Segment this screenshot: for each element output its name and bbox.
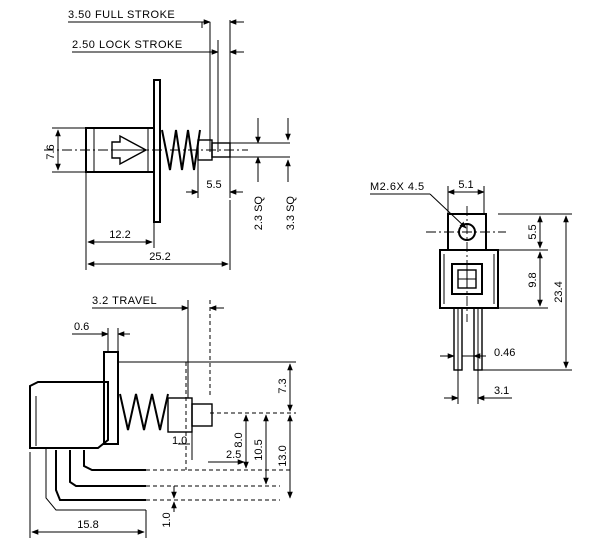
dim-3-3-sq: 3.3 SQ <box>285 196 297 231</box>
dim-5-5-top: 5.5 <box>206 179 221 191</box>
front-body <box>439 249 499 309</box>
dim-8-0: 8.0 <box>233 432 245 447</box>
dim-13-0: 13.0 <box>277 445 289 466</box>
front-view: M2.6X 4.5 5.1 5.5 9.8 <box>370 179 572 404</box>
dim-2-3-sq: 2.3 SQ <box>253 196 265 231</box>
dim-25-2: 25.2 <box>149 251 170 263</box>
dim-5-5-front: 5.5 <box>527 224 539 239</box>
dim-12-2: 12.2 <box>109 229 130 241</box>
mounting-plate <box>153 79 161 223</box>
dim-7-6: 7.6 <box>45 144 57 159</box>
dim-0-6: 0.6 <box>74 321 89 333</box>
screw-label: M2.6X 4.5 <box>370 181 425 193</box>
dim-1-0-a: 1.0 <box>172 435 187 447</box>
dim-2-5: 2.5 <box>226 449 241 461</box>
mounting-plate-side <box>103 351 119 445</box>
top-view: 3.50 FULL STROKE 2.50 LOCK STROKE 7.6 5.… <box>44 9 297 270</box>
dim-3-1: 3.1 <box>494 385 509 397</box>
terminal-3 <box>83 450 146 471</box>
lock-stroke-label: 2.50 LOCK STROKE <box>72 39 183 51</box>
plunger-side <box>191 403 213 427</box>
dim-5-1: 5.1 <box>458 179 473 191</box>
spring <box>161 129 201 171</box>
switch-body-side <box>29 381 109 449</box>
dim-7-3: 7.3 <box>277 378 289 393</box>
travel-label: 3.2 TRAVEL <box>92 295 157 307</box>
dim-1-0-b: 1.0 <box>161 512 173 527</box>
terminal-1 <box>55 450 146 501</box>
dim-10-5: 10.5 <box>253 439 265 460</box>
full-stroke-label: 3.50 FULL STROKE <box>68 9 175 21</box>
dim-9-8: 9.8 <box>527 272 539 287</box>
dim-15-8: 15.8 <box>77 519 98 531</box>
direction-arrow-icon <box>111 134 148 166</box>
front-button <box>451 263 483 295</box>
spring-side <box>119 393 169 431</box>
dim-23-4: 23.4 <box>553 281 565 302</box>
side-view: 3.2 TRAVEL 0.6 7.3 <box>29 295 296 538</box>
dim-0-46: 0.46 <box>494 347 515 359</box>
terminal-2 <box>69 450 146 487</box>
